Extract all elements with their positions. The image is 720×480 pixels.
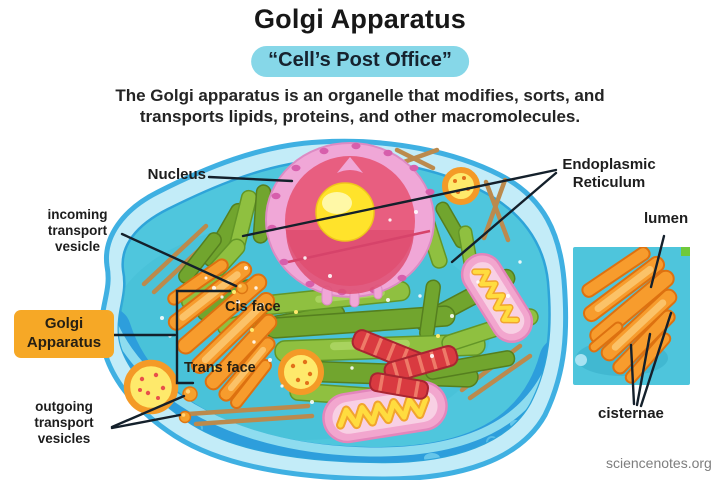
nucleus: [265, 142, 435, 308]
outgoing-line-2: [110, 413, 182, 430]
lysosome-top: [442, 167, 480, 205]
label-nucleus: Nucleus: [147, 166, 206, 183]
golgi-bracket: [175, 289, 232, 385]
leader-lines: [108, 168, 673, 430]
label-trans-face: Trans face: [184, 360, 256, 376]
outgoing-line-1: [110, 394, 186, 429]
label-lumen: lumen: [644, 210, 689, 227]
watermark: sciencenotes.org: [606, 455, 712, 471]
subtitle-badge: “Cell’s Post Office”: [251, 46, 469, 77]
lysosome-middle: [278, 349, 324, 395]
cisternae-line-1: [629, 343, 636, 406]
label-cis-face: Cis face: [225, 299, 281, 315]
page-title: Golgi Apparatus: [253, 4, 466, 34]
label-golgi-apparatus-box: Golgi Apparatus: [14, 310, 114, 358]
label-endoplasmic-reticulum: Endoplasmic Reticulum: [562, 156, 656, 191]
mitochondrion-bottom: [322, 380, 448, 444]
label-cisternae: cisternae: [598, 405, 664, 422]
mitochondrion-right: [460, 253, 534, 343]
cisternae-line-3: [639, 311, 673, 408]
centrioles: [351, 329, 459, 400]
er-line-left: [241, 168, 558, 238]
description: The Golgi apparatus is an organelle that…: [115, 86, 605, 126]
cisternae-line-2: [635, 332, 652, 407]
transport-vesicles: [178, 281, 249, 424]
nucleus-line: [207, 175, 294, 183]
incoming-vesicle-line: [120, 232, 238, 288]
lumen-line: [649, 234, 666, 289]
cytoplasm-yellow-specks: [212, 290, 440, 370]
er-line-right: [450, 171, 558, 264]
label-outgoing-transport-vesicles: outgoing transport vesicles: [34, 399, 94, 446]
label-incoming-transport-vesicle: incoming transport vesicle: [47, 207, 108, 254]
